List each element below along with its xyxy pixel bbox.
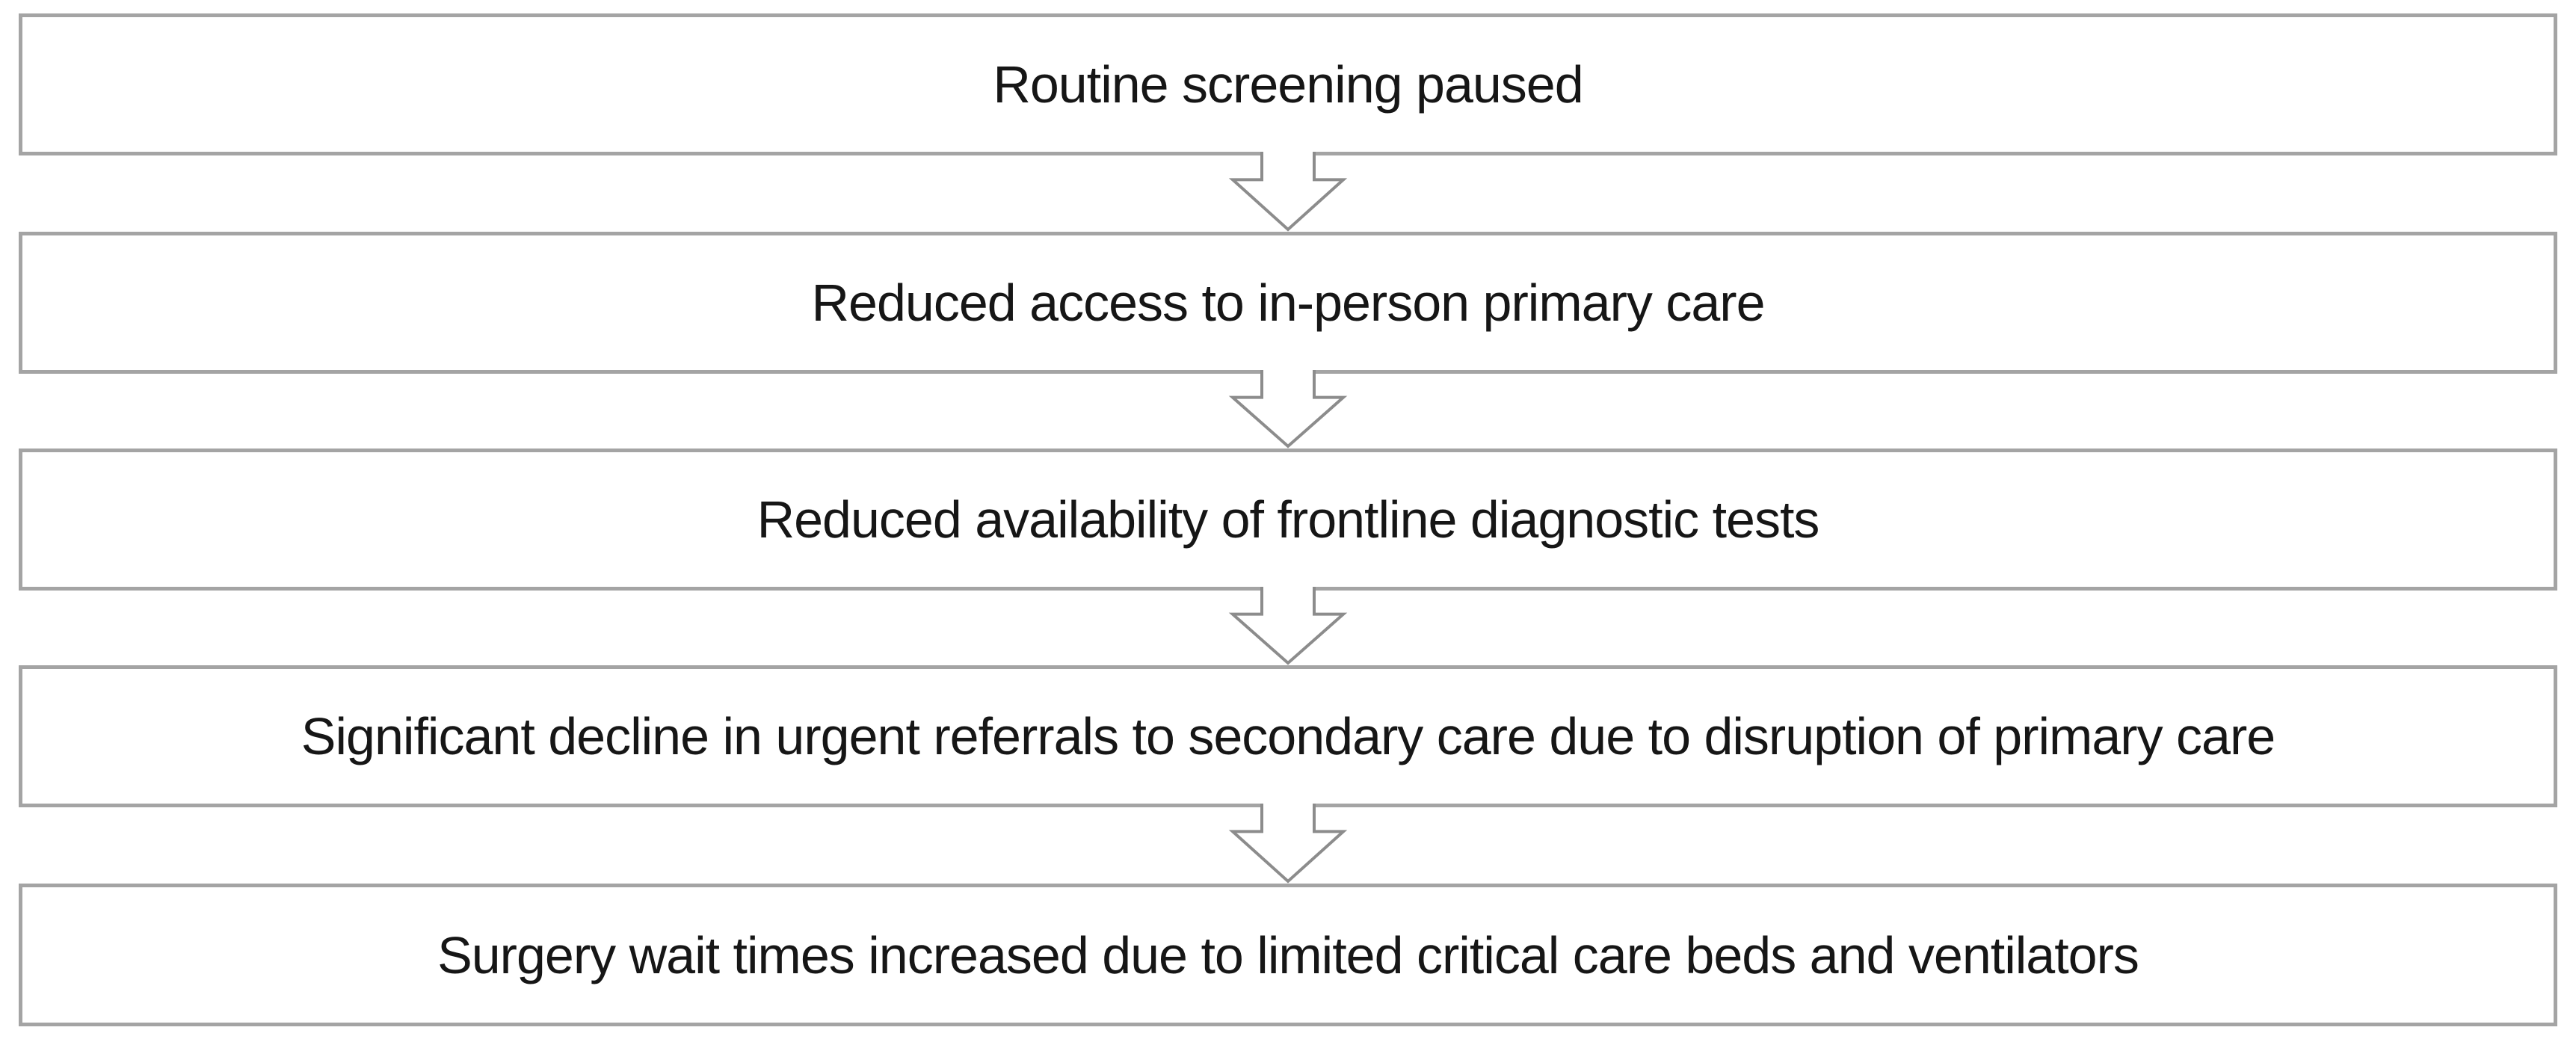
flow-step-4: Significant decline in urgent referrals … (19, 665, 2557, 807)
flow-step-1: Routine screening paused (19, 13, 2557, 155)
flow-step-3-label: Reduced availability of frontline diagno… (757, 490, 1820, 549)
down-arrow-icon (1228, 804, 1348, 884)
flow-step-5-label: Surgery wait times increased due to limi… (437, 925, 2139, 984)
flow-step-1-label: Routine screening paused (993, 55, 1583, 114)
down-arrow-icon (1228, 370, 1348, 449)
down-arrow-icon (1228, 587, 1348, 665)
flow-step-2-label: Reduced access to in-person primary care (811, 274, 1765, 332)
down-arrow-icon (1228, 152, 1348, 232)
flow-step-3: Reduced availability of frontline diagno… (19, 449, 2557, 591)
flow-step-2: Reduced access to in-person primary care (19, 232, 2557, 374)
flow-step-4-label: Significant decline in urgent referrals … (301, 707, 2275, 765)
flow-step-5: Surgery wait times increased due to limi… (19, 884, 2557, 1026)
